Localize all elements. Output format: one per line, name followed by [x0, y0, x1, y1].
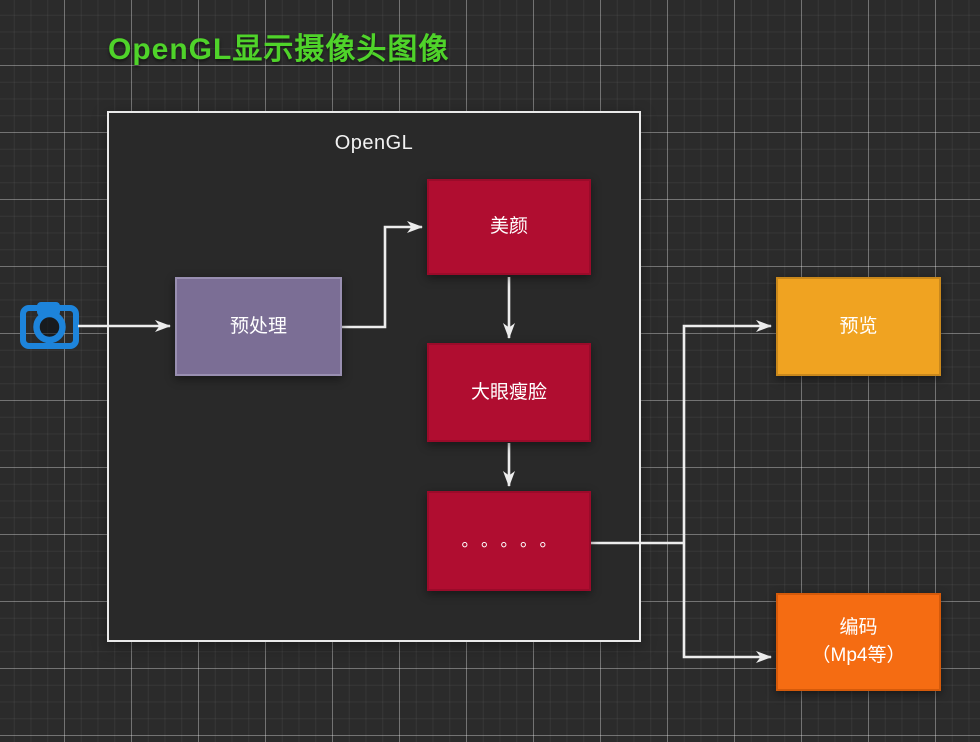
opengl-container-label: OpenGL: [334, 132, 414, 154]
node-encode-sublabel: （Mp4等）: [811, 645, 906, 666]
node-preprocess-label: 预处理: [229, 315, 287, 337]
node-big-eye-thin-face: 大眼瘦脸: [427, 343, 591, 442]
camera-icon: [19, 299, 79, 353]
node-big-eye-thin-face-label: 大眼瘦脸: [470, 381, 547, 403]
edge-branch-preview: [682, 320, 772, 543]
node-preview: 预览: [776, 277, 941, 376]
node-encode-label: 编码: [839, 617, 878, 639]
node-more-steps-label: 。。。。。: [461, 530, 568, 550]
node-encode: 编码 （Mp4等）: [776, 593, 941, 691]
node-beauty: 美颜: [427, 179, 591, 275]
node-preview-label: 预览: [839, 315, 878, 337]
node-preprocess: 预处理: [175, 277, 342, 376]
edge-branch-encode: [682, 543, 772, 663]
node-more-steps: 。。。。。: [427, 491, 591, 591]
node-beauty-label: 美颜: [489, 216, 528, 238]
page-title: OpenGL显示摄像头图像: [108, 33, 450, 66]
